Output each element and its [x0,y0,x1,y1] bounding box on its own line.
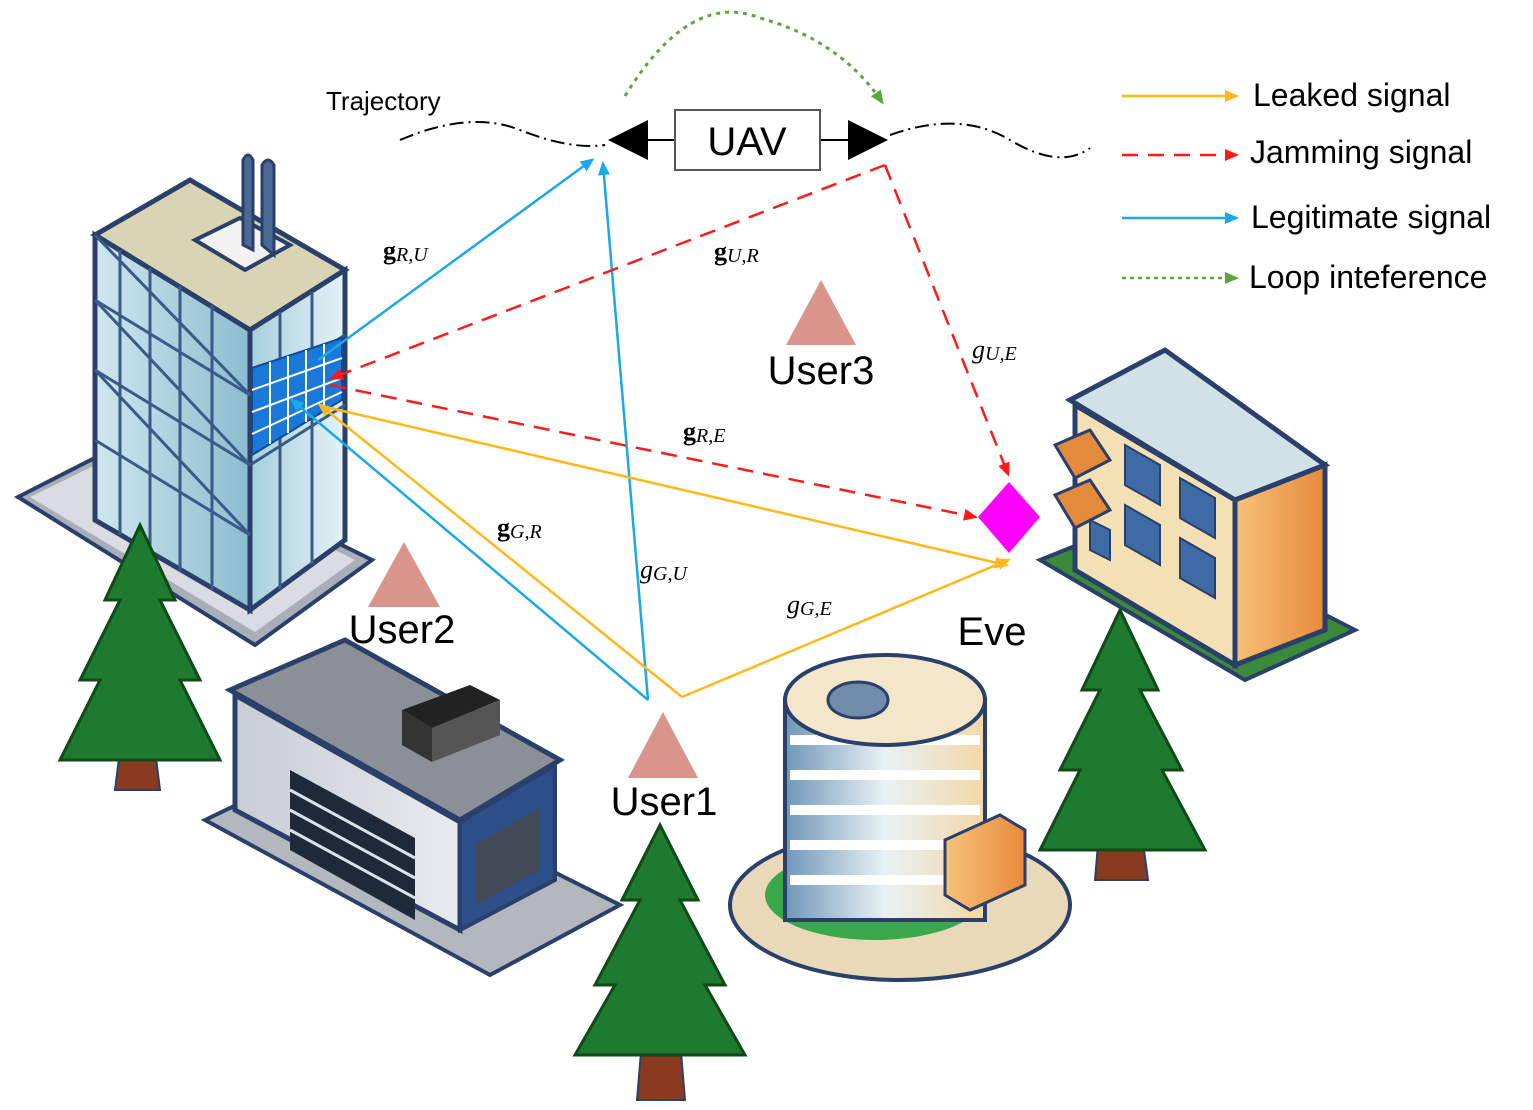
trajectory-label: Trajectory [326,86,441,116]
channel-label-g-RU: gR,U [383,236,429,266]
svg-text:Jamming signal: Jamming signal [1250,134,1472,170]
leak-ris-to-eve [329,406,1009,569]
jam-ris-to-eve [329,383,978,521]
apartment-building [1035,347,1360,683]
channel-label-g-GR: gG,R [497,513,542,543]
user3: User3 [768,280,875,393]
user3-triangle-icon [786,280,856,345]
user2: User2 [349,542,456,652]
office-tower-building [13,153,376,648]
jam-uav-to-ris [329,163,886,380]
user1-label: User1 [611,780,718,824]
ris-panel [251,336,343,457]
legend-item-leaked: Leaked signal [1122,77,1450,113]
user2-triangle-icon [368,542,440,607]
user2-label: User2 [349,608,456,652]
legit-ris-to-uav [317,158,595,362]
eve-label: Eve [958,610,1027,654]
garage-building [200,637,625,978]
legend-item-legitimate: Legitimate signal [1122,199,1491,235]
legend-item-jamming: Jamming signal [1122,134,1472,170]
svg-text:Loop inteference: Loop inteference [1249,259,1487,295]
channel-label-g-UR: gU,R [714,237,759,267]
leak-user1-to-ris [317,403,683,698]
channel-label-g-RE: gR,E [683,417,725,447]
eve: Eve [958,482,1040,654]
tree-right [1037,606,1208,881]
user1-triangle-icon [628,712,698,778]
trajectory-line-left [399,121,606,147]
uav-right-arrow-icon [848,120,888,160]
uav-left-arrow-icon [608,120,648,160]
loop-interference-arrow [623,10,884,105]
svg-text:Leaked signal: Leaked signal [1253,77,1450,113]
round-building [728,653,1072,982]
legend: Leaked signal Jamming signal Legitimate … [1122,77,1491,295]
channel-label-g-UE: gU,E [972,335,1017,365]
legit-user1-to-ris [289,398,649,701]
uav: UAV [608,109,888,171]
svg-text:Legitimate signal: Legitimate signal [1251,199,1491,235]
legend-item-loop: Loop inteference [1122,259,1487,295]
tree-left [57,521,223,791]
uav-box [674,109,821,171]
user3-label: User3 [768,349,875,393]
legit-user1-to-uav [597,161,650,701]
uav-label: UAV [707,120,787,164]
trajectory-line-right [889,122,1091,159]
channel-label-g-GU: gG,U [640,555,688,585]
channel-label-g-GE: gG,E [787,590,832,620]
jam-uav-to-eve [883,164,1010,477]
tree-center [572,821,748,1101]
user1: User1 [611,712,718,824]
leak-user1-to-eve [681,558,1011,699]
eve-diamond-icon [978,482,1040,553]
